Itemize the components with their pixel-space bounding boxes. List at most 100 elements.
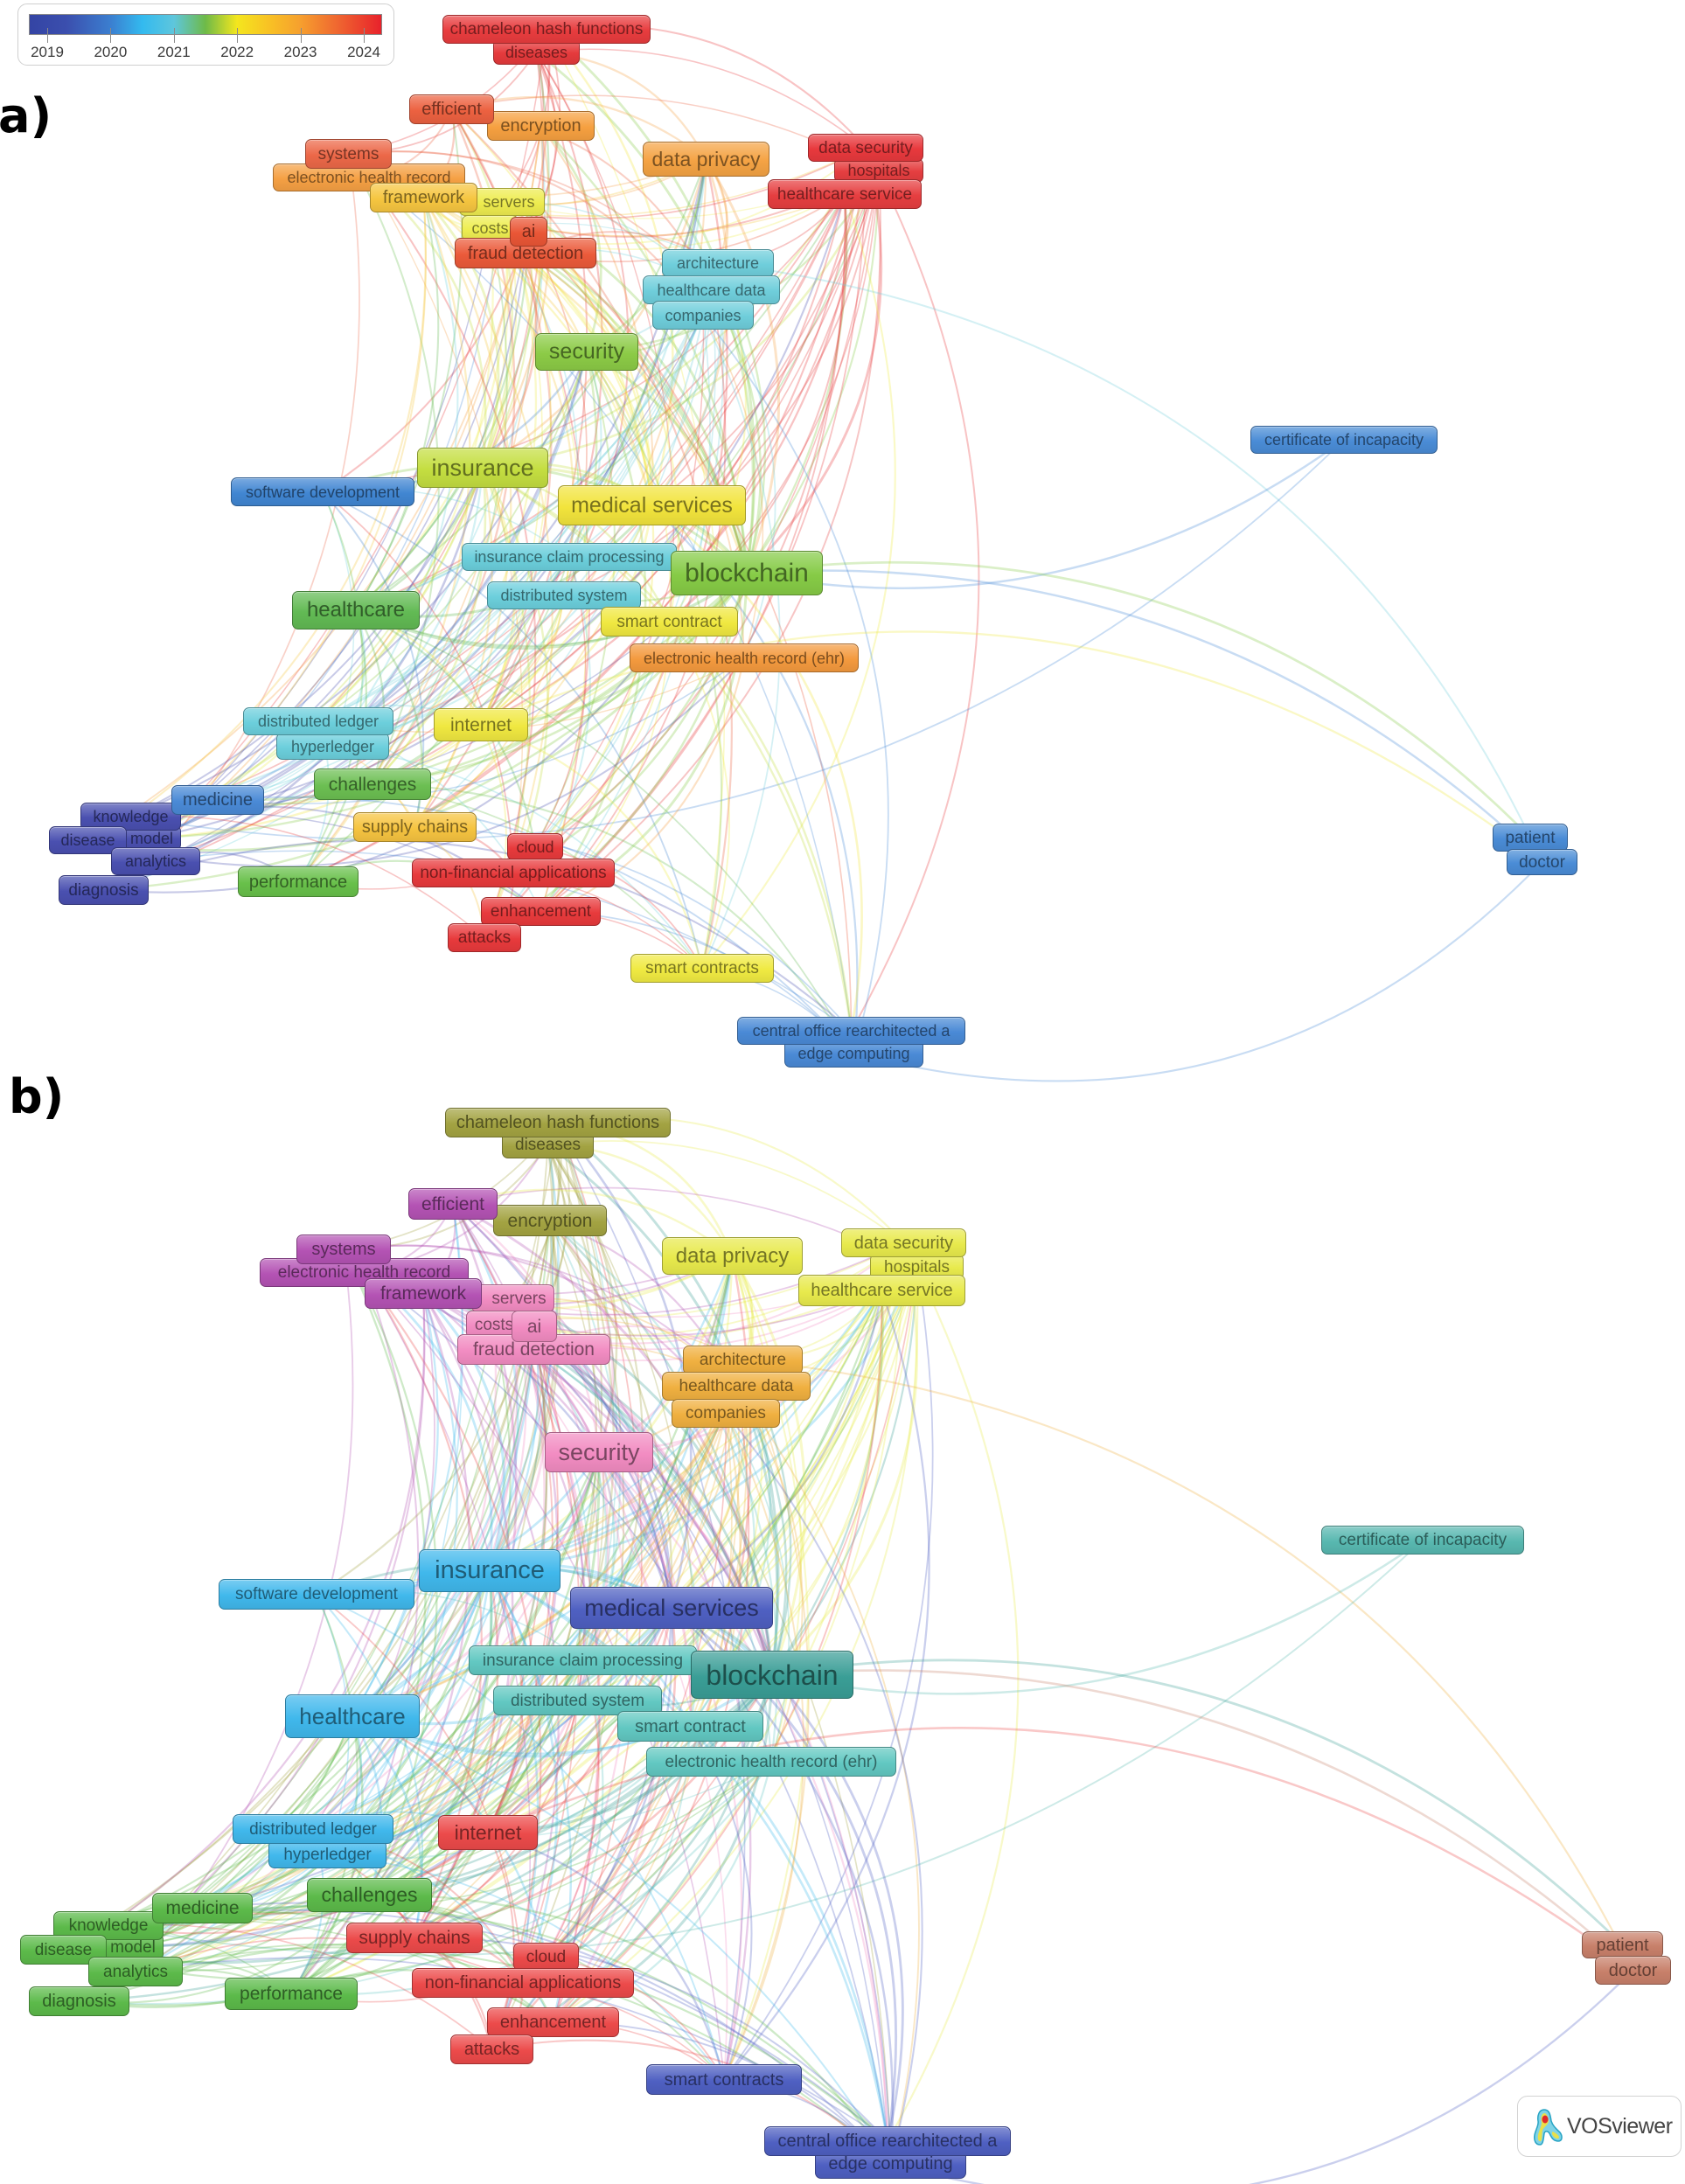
- node-distributed-ledger: distributed ledger: [233, 1814, 393, 1844]
- link: [581, 1450, 616, 1662]
- link: [343, 1244, 737, 1388]
- vosviewer-logo-icon: [1534, 2109, 1563, 2146]
- link: [150, 231, 530, 839]
- link: [347, 152, 537, 939]
- node-certificate-of-incapacity: certificate of incapacity: [1321, 1526, 1524, 1555]
- link: [317, 51, 545, 722]
- panel-b-label: b): [9, 1069, 65, 1124]
- link: [78, 1942, 889, 2143]
- node-healthcare: healthcare: [292, 591, 420, 629]
- link: [326, 1242, 905, 1856]
- node-hyperledger: hyperledger: [268, 1840, 386, 1868]
- link: [134, 1715, 354, 1973]
- node-data-privacy: data privacy: [643, 142, 769, 177]
- link: [371, 466, 487, 786]
- link: [735, 1385, 920, 2165]
- link: [155, 262, 719, 862]
- node-attacks: attacks: [448, 923, 521, 952]
- node-medicine: medicine: [152, 1893, 253, 1923]
- node-smart-contracts: smart contracts: [630, 954, 774, 983]
- link: [545, 28, 674, 507]
- link: [770, 1673, 904, 2143]
- legend-color-bar: [29, 14, 382, 35]
- link: [351, 1219, 559, 1718]
- node-insurance-claim-processing: insurance claim processing: [462, 543, 677, 571]
- link: [488, 1348, 547, 1572]
- link: [547, 1144, 618, 1454]
- link: [150, 192, 846, 839]
- node-enhancement: enhancement: [481, 897, 601, 926]
- node-enhancement: enhancement: [487, 2007, 619, 2037]
- node-central-office-rearchitected-a: central office rearchitected a: [737, 1017, 965, 1045]
- link: [725, 1412, 790, 1763]
- node-encryption: encryption: [487, 111, 595, 141]
- link: [132, 1659, 584, 1948]
- link: [150, 572, 749, 839]
- link: [131, 1289, 883, 1949]
- link: [491, 1659, 604, 2051]
- node-healthcare-service: healthcare service: [768, 179, 922, 209]
- node-software-development: software development: [231, 477, 414, 506]
- link: [585, 350, 749, 575]
- link: [351, 1289, 883, 1718]
- link: [540, 124, 602, 353]
- link: [552, 1450, 661, 2024]
- link: [354, 157, 707, 612]
- legend-tick: [47, 28, 48, 43]
- link: [745, 438, 1346, 590]
- link: [368, 177, 524, 874]
- vosviewer-logo-text: VOSviewer: [1567, 2114, 1673, 2139]
- link: [451, 1202, 673, 1610]
- link: [217, 657, 745, 804]
- legend-tick-label: 2024: [347, 44, 380, 60]
- link: [481, 466, 855, 1054]
- link: [371, 200, 538, 786]
- link: [351, 1348, 535, 1718]
- link: [371, 782, 855, 1054]
- link: [705, 157, 781, 574]
- link: [78, 1761, 772, 2005]
- link: [78, 1266, 918, 2002]
- link: [354, 609, 386, 786]
- link: [889, 1969, 1634, 2184]
- link: [322, 490, 703, 970]
- link: [481, 466, 549, 874]
- link: [451, 1202, 519, 1572]
- link: [129, 439, 1345, 841]
- link: [486, 1144, 615, 1834]
- link: [422, 196, 500, 469]
- link: [548, 1219, 615, 1454]
- year-color-legend: 2019 2020 2021 2022 2023 2024: [17, 3, 394, 66]
- link: [479, 723, 704, 970]
- link: [547, 1140, 905, 1244]
- link: [533, 1325, 892, 2165]
- vosviewer-logo: VOSviewer: [1517, 2096, 1682, 2157]
- node-medical-services: medical services: [558, 485, 746, 525]
- link: [351, 1673, 774, 1758]
- link: [552, 1122, 643, 2023]
- link: [481, 466, 853, 1033]
- link: [479, 146, 867, 727]
- link: [723, 1359, 810, 2081]
- link: [129, 351, 588, 818]
- link: [414, 1325, 547, 1939]
- link: [322, 193, 846, 493]
- link: [670, 1255, 755, 1610]
- node-data-security: data security: [808, 134, 923, 162]
- link: [150, 197, 427, 839]
- link: [296, 490, 364, 883]
- node-data-security: data security: [841, 1228, 966, 1257]
- link: [135, 1761, 772, 1972]
- link: [491, 2039, 892, 2165]
- link: [107, 1359, 744, 1927]
- link: [730, 1254, 807, 1677]
- link: [481, 124, 552, 469]
- legend-tick-label: 2023: [283, 44, 317, 60]
- node-smart-contract: smart contract: [617, 1711, 763, 1742]
- panel-a-label: a): [0, 88, 52, 143]
- link: [363, 1271, 532, 1984]
- link: [354, 609, 537, 848]
- legend-tick: [300, 28, 302, 43]
